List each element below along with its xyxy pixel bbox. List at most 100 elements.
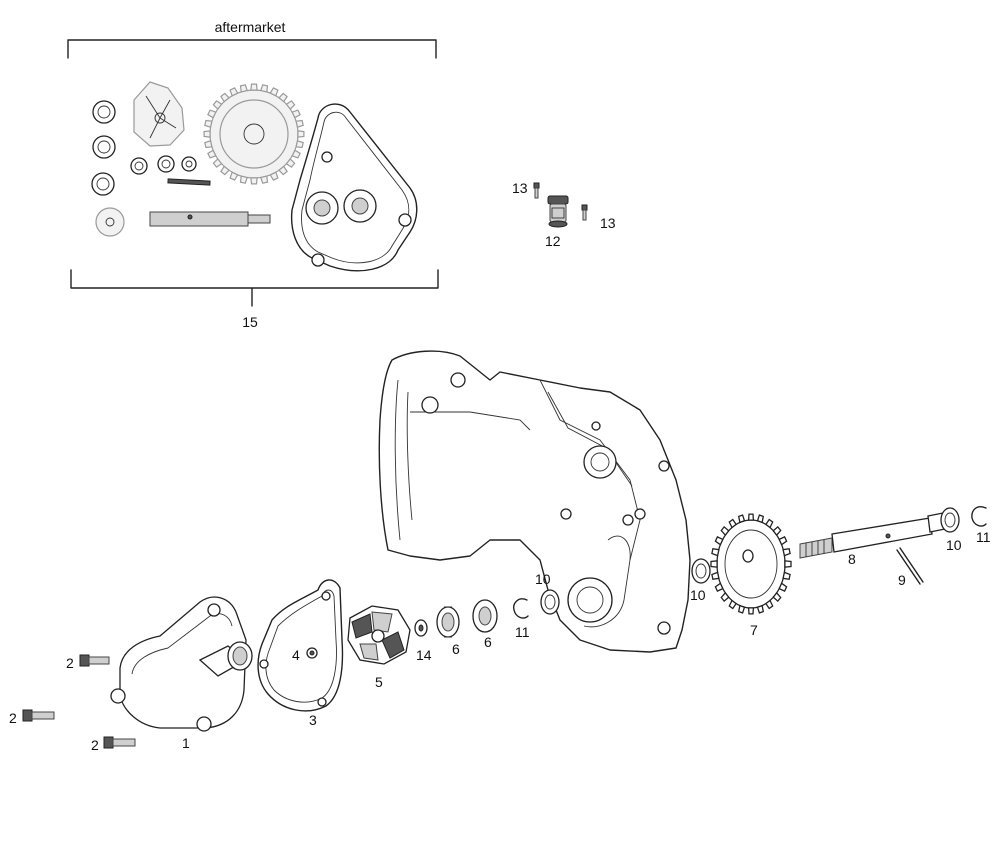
crankcase [378, 350, 691, 653]
label-impeller: 5 [375, 674, 383, 690]
kit-shaft [149, 211, 271, 227]
gear-tooth [778, 582, 788, 592]
gear-tooth [207, 149, 217, 159]
gear-tooth [297, 130, 305, 138]
gear-tooth [239, 84, 248, 93]
label-thermostat: 12 [545, 233, 561, 249]
kit-number-label: 15 [242, 314, 258, 330]
gear-tooth [207, 109, 217, 119]
kit-o-rings [91, 100, 125, 237]
label-seal-a: 6 [452, 641, 460, 657]
label-washer-mid: 10 [690, 587, 706, 603]
gear-tooth [756, 514, 765, 524]
pin [896, 547, 924, 585]
gear-tooth [212, 158, 223, 168]
gear-tooth [737, 514, 746, 524]
bolt-top [79, 654, 110, 667]
seal-a [436, 606, 460, 638]
label-thermostat-screw-right: 13 [600, 215, 616, 231]
kit-gear [203, 83, 305, 185]
kit-header-label: aftermarket [215, 19, 286, 35]
gear-tooth [782, 547, 791, 557]
thermostat-screw-left [533, 182, 540, 199]
gear-tooth [260, 175, 269, 184]
kit-gasket [290, 103, 418, 272]
label-bolt-left: 2 [9, 710, 17, 726]
gear-tooth [747, 607, 755, 615]
gear-tooth [710, 560, 718, 568]
shaft [799, 511, 951, 559]
gear-tooth [728, 599, 737, 610]
pump-cover [110, 596, 253, 732]
gear-tooth [737, 604, 746, 614]
label-shaft: 8 [848, 551, 856, 567]
thermostat-screw-right [581, 204, 588, 221]
gear-tooth [778, 536, 788, 546]
kit-top-bracket [67, 39, 437, 59]
label-circlip-right: 11 [976, 529, 991, 545]
gear-tooth [212, 100, 223, 110]
circlip-left [512, 598, 529, 619]
gear-tooth [720, 525, 730, 537]
gear-tooth [220, 92, 230, 103]
label-pin: 9 [898, 572, 906, 588]
label-bolt-top: 2 [66, 655, 74, 671]
bolt-left [22, 709, 55, 722]
gear-tooth [711, 547, 720, 557]
kit-group: aftermarket 15 [67, 19, 439, 330]
gear-tooth [747, 513, 755, 521]
gear-tooth [756, 604, 765, 614]
thermostat [547, 195, 569, 228]
label-gear: 7 [750, 622, 758, 638]
gear-tooth [278, 165, 288, 176]
gear-tooth [269, 171, 279, 181]
gear-tooth [285, 158, 296, 168]
washer-right [940, 507, 960, 533]
gear-tooth [295, 119, 304, 128]
gear-tooth [239, 175, 248, 184]
gear [710, 513, 792, 615]
kit-small-parts [130, 155, 211, 186]
gear-tooth [278, 92, 288, 103]
gear-tooth [720, 591, 730, 603]
gear-tooth [291, 149, 301, 159]
label-pump-cover: 1 [182, 735, 190, 751]
thermostat-group: 13 12 13 [512, 180, 616, 249]
gear-tooth [728, 518, 737, 529]
gear-tooth [229, 171, 239, 181]
label-gasket: 3 [309, 712, 317, 728]
bolt-bottom [103, 736, 136, 749]
gasket [257, 579, 344, 712]
label-seal-b: 6 [484, 634, 492, 650]
kit-impeller [133, 81, 185, 147]
label-bolt-bottom: 2 [91, 737, 99, 753]
label-thermostat-screw-left: 13 [512, 180, 528, 196]
gear-tooth [204, 119, 213, 128]
label-washer-4: 4 [292, 647, 300, 663]
gear-tooth [203, 130, 211, 138]
gear-tooth [291, 109, 301, 119]
gear-tooth [285, 100, 296, 110]
gear-tooth [220, 165, 230, 176]
gear-tooth [772, 591, 782, 603]
gear-tooth [250, 177, 258, 185]
gear-tooth [782, 571, 791, 581]
gear-tooth [711, 571, 720, 581]
impeller [347, 605, 411, 665]
gear-tooth [260, 84, 269, 93]
gear-tooth [250, 83, 258, 91]
seal-b [472, 599, 498, 633]
kit-bottom-bracket [70, 269, 439, 307]
washer-4 [306, 647, 318, 659]
spacer [414, 619, 428, 637]
gear-tooth [229, 87, 239, 97]
washer-left [540, 589, 560, 615]
circlip-right [971, 506, 987, 527]
label-washer-left: 10 [535, 571, 551, 587]
label-circlip-left: 11 [515, 624, 530, 640]
gear-tooth [269, 87, 279, 97]
label-spacer: 14 [416, 647, 432, 663]
gear-tooth [784, 560, 792, 568]
gear-tooth [765, 599, 774, 610]
